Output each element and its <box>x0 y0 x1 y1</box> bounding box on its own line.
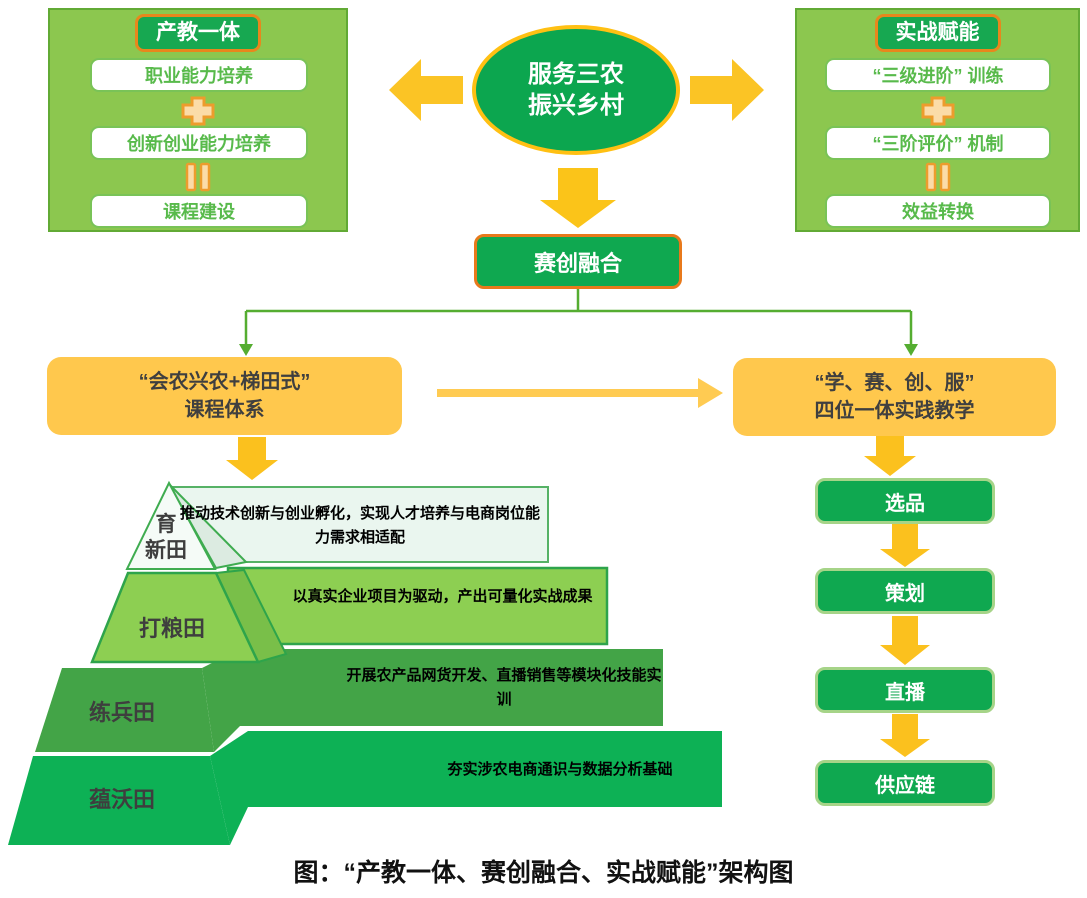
arrow-down-icon <box>540 168 616 228</box>
pyramid-level-4-desc: 夯实涉农电商通识与数据分析基础 <box>447 761 673 778</box>
panel-item-three-stage-evaluation: “三阶评价” 机制 <box>825 126 1051 160</box>
course-system-box: “会农兴农+梯田式” 课程体系 <box>47 357 402 435</box>
practice-teaching-box: “学、赛、创、服” 四位一体实践教学 <box>733 358 1056 436</box>
course-system-line2: 课程体系 <box>184 399 265 421</box>
panel-item-benefit-conversion: 效益转换 <box>825 194 1051 228</box>
competition-fusion-node: 赛创融合 <box>474 234 682 289</box>
figure-caption: 图：“产教一体、赛创融合、实战赋能”架构图 <box>293 859 794 887</box>
course-system-line1: “会农兴农+梯田式” <box>138 371 311 393</box>
flow-step-planning: 策划 <box>815 568 995 614</box>
equals-icon <box>925 162 950 192</box>
plus-icon <box>921 96 954 126</box>
connector-arrowhead-right-icon <box>904 344 918 356</box>
plus-icon <box>181 96 215 126</box>
flow-arrow-2-icon <box>880 616 930 665</box>
industry-education-panel: 产教一体 职业能力培养 创新创业能力培养 课程建设 <box>48 8 348 232</box>
pyramid-level-3-face <box>35 668 214 752</box>
equals-icon <box>185 162 211 192</box>
pyramid-level-3-label: 练兵田 <box>88 700 155 725</box>
pyramid-wedge-3 <box>202 649 240 752</box>
pyramid-level-2-desc: 以真实企业项目为驱动，产出可量化实战成果 <box>292 588 593 605</box>
panel-item-innovation-ability: 创新创业能力培养 <box>90 126 308 160</box>
arrow-left-icon <box>389 59 463 121</box>
practice-teaching-line2: 四位一体实践教学 <box>814 400 975 422</box>
panel-item-course-construction: 课程建设 <box>90 194 308 228</box>
panel-item-vocational-ability: 职业能力培养 <box>90 58 308 92</box>
pyramid-wedge-4 <box>210 731 248 845</box>
pyramid-band-3 <box>240 649 663 726</box>
flow-step-supply-chain: 供应链 <box>815 760 995 806</box>
flow-step-product-selection: 选品 <box>815 478 995 524</box>
arrow-right-icon <box>690 59 764 121</box>
industry-education-panel-title: 产教一体 <box>135 14 261 52</box>
pyramid-level-2-face <box>90 571 260 664</box>
arrow-down-to-flow-icon <box>864 436 916 476</box>
pyramid-band-4 <box>248 731 722 807</box>
course-to-practice-arrowhead-icon <box>698 378 723 408</box>
practical-empowerment-panel: 实战赋能 “三级进阶” 训练 “三阶评价” 机制 效益转换 <box>795 8 1080 232</box>
branch-connector-line <box>244 289 913 344</box>
pyramid-level-4-face <box>8 756 230 845</box>
practical-empowerment-panel-title: 实战赋能 <box>874 14 1001 52</box>
center-node-line2: 振兴乡村 <box>528 92 624 119</box>
center-node-line1: 服务三农 <box>528 61 624 88</box>
flow-step-livestream: 直播 <box>815 667 995 713</box>
panel-item-three-level-training: “三级进阶” 训练 <box>825 58 1051 92</box>
flow-arrow-1-icon <box>880 524 930 567</box>
connector-arrowhead-left-icon <box>239 344 253 356</box>
pyramid-level-1-face <box>125 480 217 570</box>
pyramid-level-2-label: 打粮田 <box>138 616 205 641</box>
pyramid-level-4-label: 蕴沃田 <box>88 787 155 812</box>
pyramid-level-1-label: 育 新田 <box>145 513 187 562</box>
arrow-down-to-pyramid-icon <box>226 437 278 480</box>
pyramid-level-3-desc: 开展农产品网货开发、直播销售等模块化技能实训 <box>346 667 662 708</box>
practice-teaching-line1: “学、赛、创、服” <box>814 372 975 394</box>
flow-arrow-3-icon <box>880 714 930 757</box>
pyramid-level-1-desc: 推动技术创新与创业孵化，实现人才培养与电商岗位能力需求相适配 <box>179 505 540 546</box>
center-node: 服务三农 振兴乡村 <box>472 25 680 155</box>
